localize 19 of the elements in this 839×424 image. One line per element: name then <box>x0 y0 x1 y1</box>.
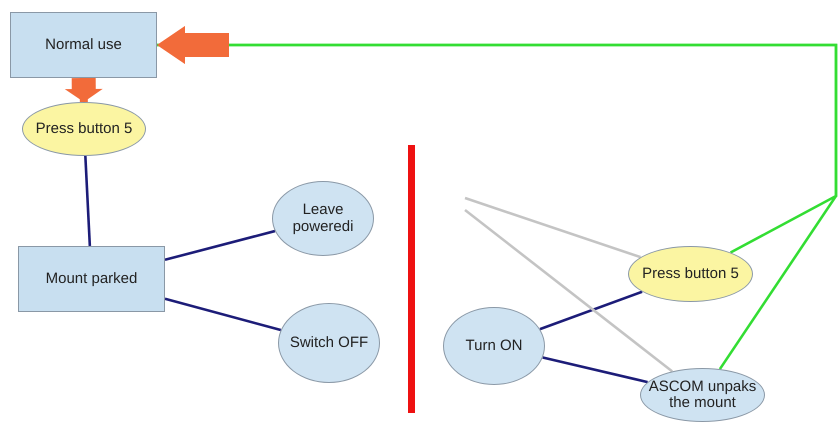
connector-line <box>542 356 648 384</box>
node-label: ASCOM unpaks the mount <box>648 378 757 412</box>
node-label: Mount parked <box>46 270 138 288</box>
connector-line <box>84 156 92 246</box>
process-box <box>18 246 165 312</box>
node-label: Switch OFF <box>290 334 368 352</box>
node-label: Press button 5 <box>36 120 132 138</box>
block-arrow <box>64 78 103 102</box>
connector-line <box>164 298 282 332</box>
node-label: Normal use <box>45 36 122 54</box>
connector-line <box>540 290 643 330</box>
node-label: Leave poweredi <box>292 202 354 235</box>
connector-line <box>464 196 641 258</box>
arrow <box>157 26 838 370</box>
connector-line <box>464 208 673 372</box>
node-label: Press button 5 <box>642 266 739 282</box>
process-box <box>10 12 157 78</box>
node-label: Turn ON <box>466 338 522 354</box>
connector-line <box>164 230 276 262</box>
